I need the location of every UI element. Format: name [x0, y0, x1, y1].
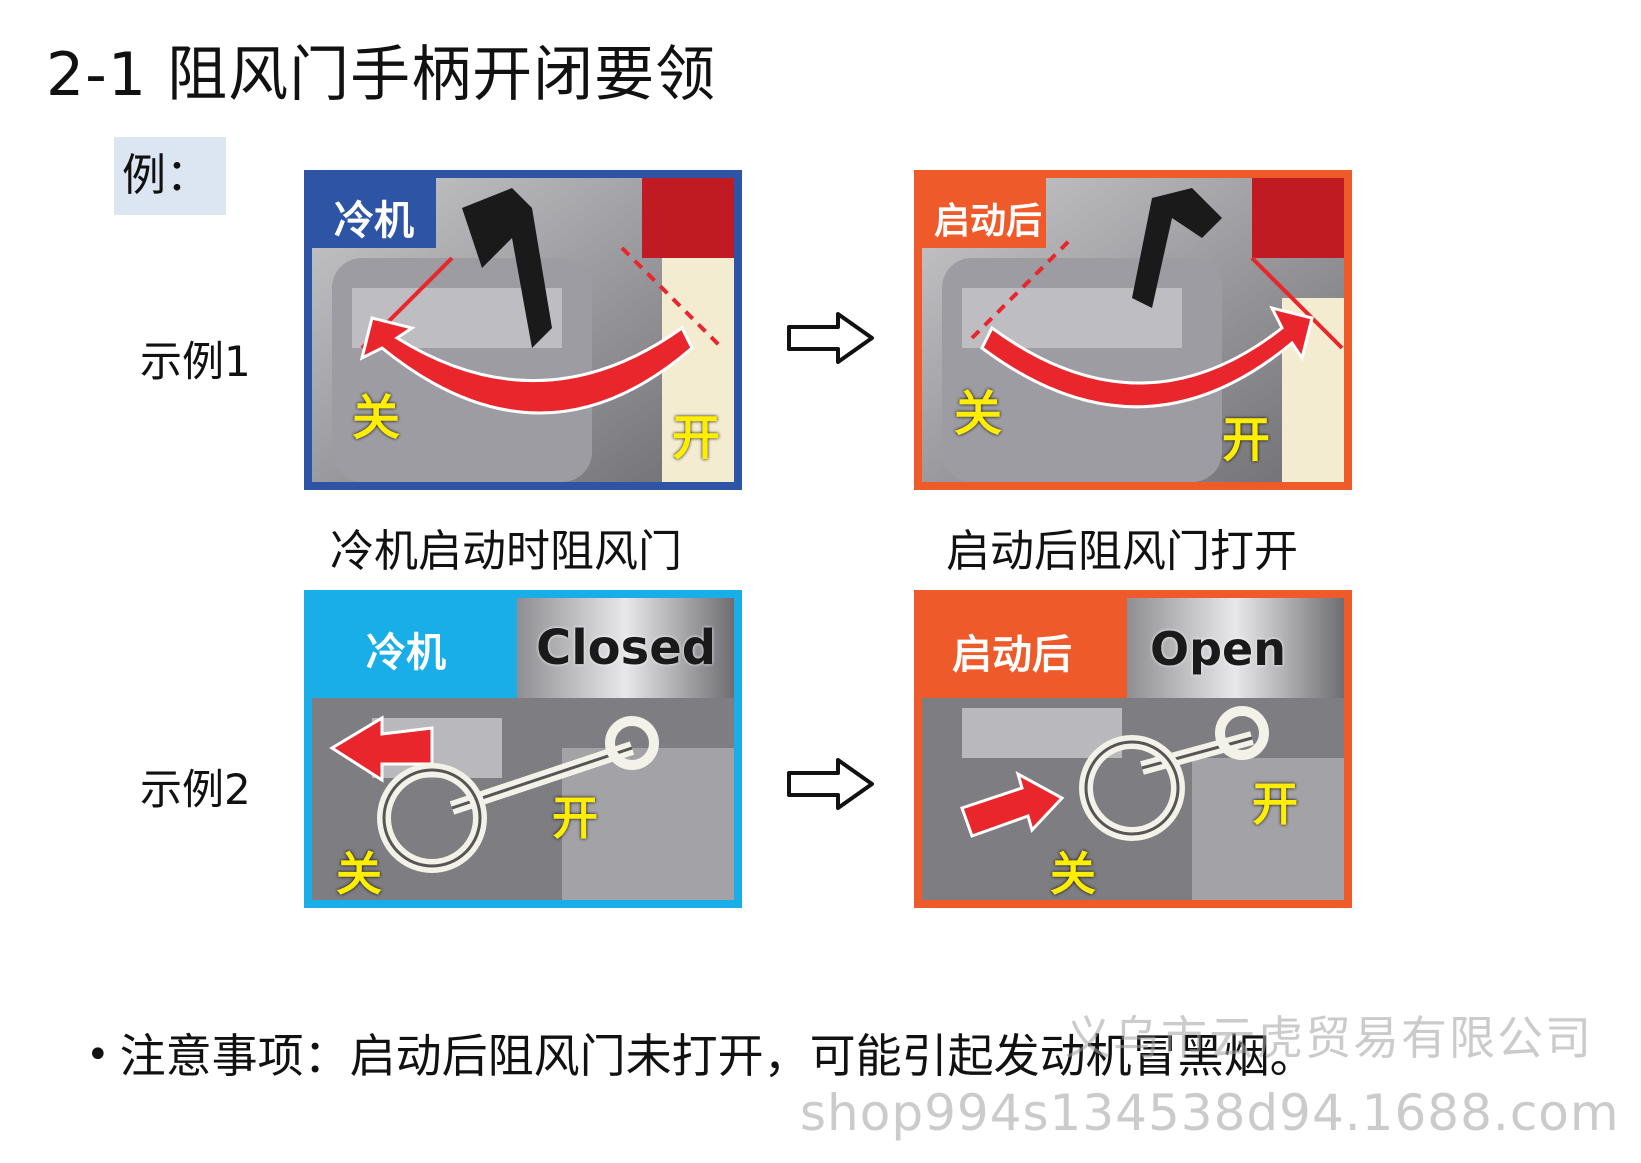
panel-example2-after-start: 启动后 Open 关 开 [914, 590, 1352, 908]
state-label: Open [1150, 622, 1286, 676]
caption-example1-after-start: 启动后阻风门打开 [946, 526, 1298, 577]
close-label: 关 [1050, 847, 1096, 901]
watermark-shop: shop994s134538d94.1688.com [800, 1084, 1620, 1142]
open-label: 开 [1222, 412, 1271, 468]
hollow-right-arrow-icon [786, 756, 876, 816]
panel-tag: 冷机 [334, 198, 414, 244]
open-label: 开 [1252, 777, 1298, 831]
bullet-icon: • [86, 1032, 110, 1078]
panel-tag: 启动后 [934, 201, 1043, 242]
note: •注意事项：启动后阻风门未打开，可能引起发动机冒黑烟。 [86, 1020, 1316, 1086]
note-text: 注意事项：启动后阻风门未打开，可能引起发动机冒黑烟。 [119, 1029, 1316, 1083]
panel-tag: 启动后 [952, 632, 1072, 678]
state-label: Closed [536, 620, 717, 676]
row-label-example-2: 示例2 [140, 765, 251, 814]
panel-tag: 冷机 [366, 630, 446, 676]
panel-example2-cold: 冷机 Closed 关 开 [304, 590, 742, 908]
close-label: 关 [336, 847, 382, 901]
example-tag: 例： [114, 137, 226, 215]
panel-example1-cold: 冷机 关 开 [304, 170, 742, 490]
close-label: 关 [352, 390, 401, 446]
close-label: 关 [954, 386, 1003, 442]
panel-example1-after-start: 启动后 关 开 [914, 170, 1352, 490]
watermark-company: 义乌市云虎贸易有限公司 [1065, 1011, 1593, 1065]
page-title: 2-1 阻风门手柄开闭要领 [46, 40, 717, 110]
open-label: 开 [672, 410, 721, 466]
hollow-right-arrow-icon [786, 310, 876, 370]
row-label-example-1: 示例1 [140, 337, 251, 386]
caption-example1-cold: 冷机启动时阻风门 [330, 526, 682, 577]
open-label: 开 [552, 791, 598, 845]
